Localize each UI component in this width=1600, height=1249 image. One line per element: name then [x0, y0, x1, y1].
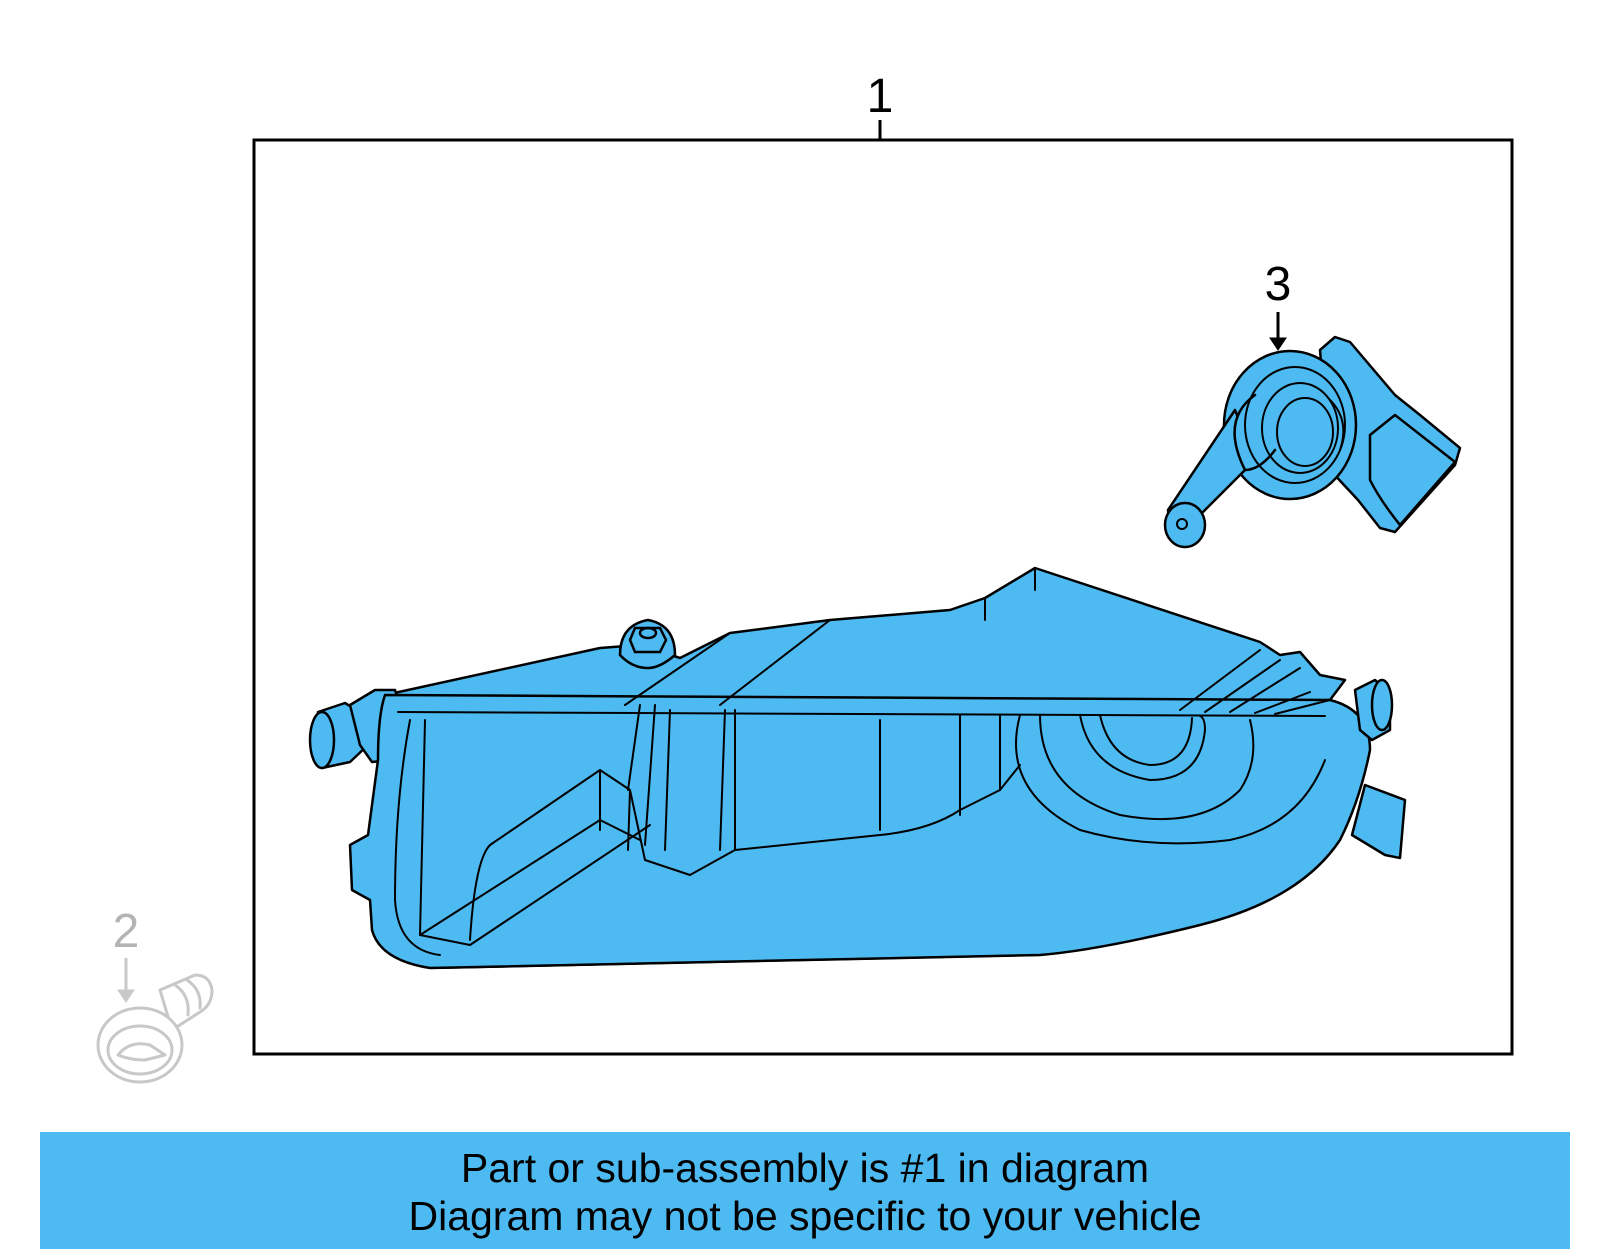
- assembly-box: [252, 138, 1514, 1056]
- fog-lamp-details: [394, 567, 1331, 969]
- fog-lamp-housing[interactable]: [308, 566, 1407, 970]
- callout-3-arrow: [1269, 312, 1287, 351]
- callout-2-label[interactable]: 2: [113, 905, 140, 958]
- callout-3-label[interactable]: 3: [1265, 258, 1292, 311]
- screw-icon[interactable]: [96, 973, 214, 1084]
- parts-diagram: 1: [96, 70, 1514, 1084]
- hex-nut: [618, 618, 677, 670]
- caption-line-1: Part or sub-assembly is #1 in diagram: [460, 1145, 1150, 1191]
- callout-1-label[interactable]: 1: [867, 70, 894, 123]
- caption-banner: Part or sub-assembly is #1 in diagram Di…: [40, 1132, 1570, 1249]
- bulb-icon[interactable]: [1163, 335, 1462, 549]
- caption-line-2: Diagram may not be specific to your vehi…: [408, 1193, 1202, 1239]
- bulb-details: [1176, 366, 1346, 530]
- callout-2-arrow: [117, 958, 135, 1003]
